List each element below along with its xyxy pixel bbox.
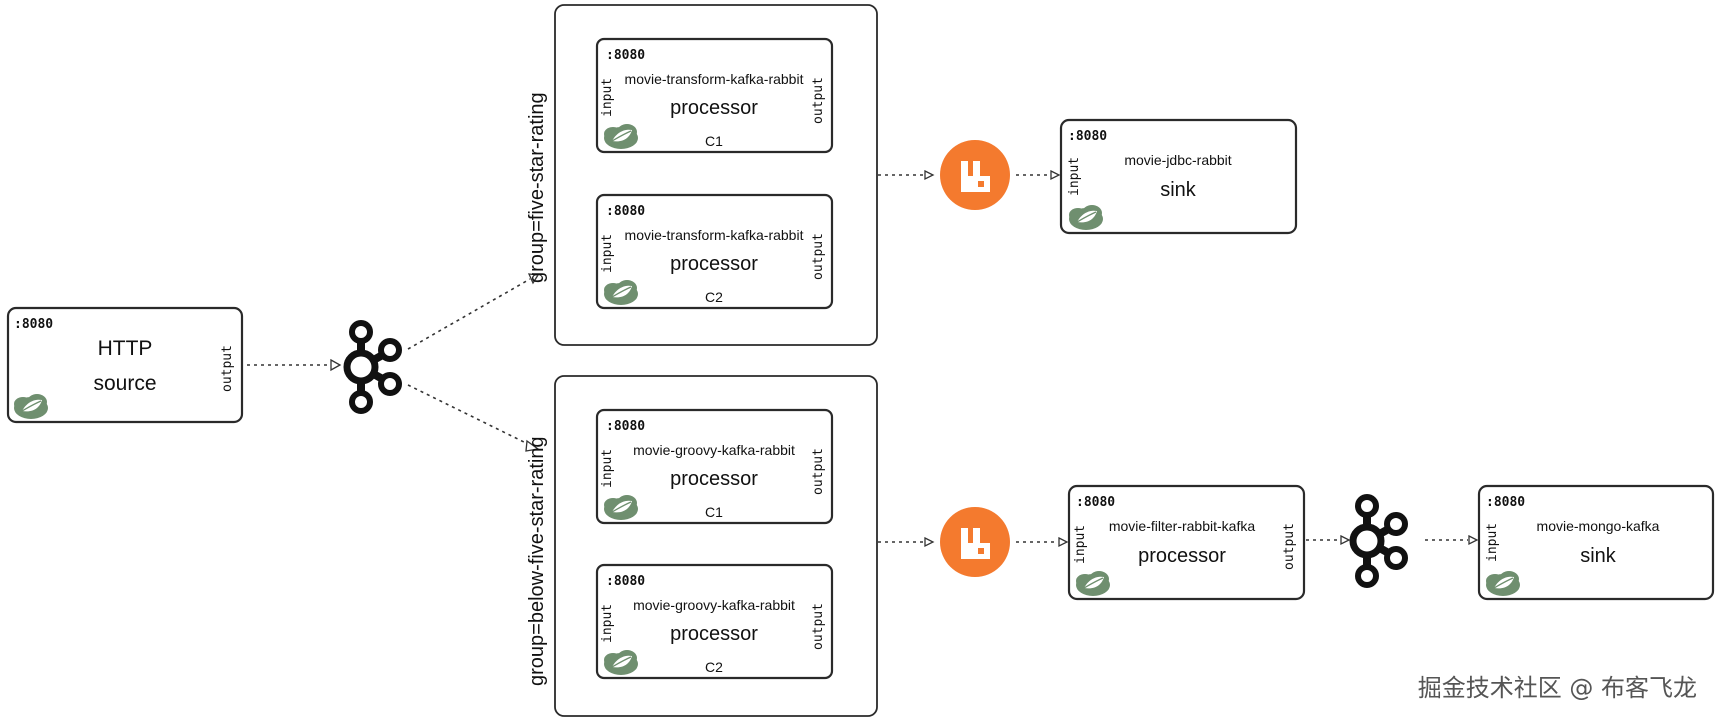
processor-name: movie-transform-kafka-rabbit — [625, 227, 804, 243]
edge-kafka-to-group1 — [407, 278, 531, 350]
input-port-label: input — [1067, 157, 1082, 196]
spring-cloud-icon — [603, 279, 639, 306]
processor-type: processor — [670, 97, 758, 119]
output-port-label: output — [811, 233, 826, 280]
output-port-label: output — [811, 77, 826, 124]
instance-label: C2 — [705, 659, 723, 675]
sink-type: sink — [1580, 545, 1617, 567]
sink-type: sink — [1160, 179, 1197, 201]
sink-name: movie-mongo-kafka — [1537, 518, 1660, 534]
arrow-head — [1058, 536, 1069, 548]
rabbitmq-icon — [940, 507, 1010, 577]
port-label: :8080 — [606, 204, 645, 219]
node-type: source — [93, 372, 156, 395]
mongo-sink-node[interactable]: :8080 movie-mongo-kafka sink input — [1477, 484, 1715, 601]
processor-name: movie-groovy-kafka-rabbit — [633, 597, 795, 613]
processor-node[interactable]: :8080 movie-transform-kafka-rabbit proce… — [595, 37, 834, 154]
filter-processor-node[interactable]: :8080 movie-filter-rabbit-kafka processo… — [1067, 484, 1306, 601]
sink-name: movie-jdbc-rabbit — [1124, 152, 1231, 168]
input-port-label: input — [600, 449, 615, 488]
edge-kafka-to-group2 — [407, 384, 531, 446]
port-label: :8080 — [1068, 129, 1107, 144]
port-label: :8080 — [606, 574, 645, 589]
http-source-node[interactable]: :8080 HTTP source output — [6, 306, 244, 424]
input-port-label: input — [1073, 525, 1088, 564]
processor-name: movie-filter-rabbit-kafka — [1109, 518, 1255, 534]
processor-node[interactable]: :8080 movie-groovy-kafka-rabbit processo… — [595, 408, 834, 525]
spring-cloud-icon — [603, 649, 639, 676]
spring-cloud-icon — [13, 393, 49, 420]
instance-label: C2 — [705, 289, 723, 305]
processor-type: processor — [1138, 545, 1226, 567]
processor-type: processor — [670, 253, 758, 275]
spring-cloud-icon — [603, 494, 639, 521]
connections — [226, 169, 1479, 548]
processor-node[interactable]: :8080 movie-transform-kafka-rabbit proce… — [595, 193, 834, 310]
output-port-label: output — [220, 345, 235, 392]
processor-name: movie-transform-kafka-rabbit — [625, 71, 804, 87]
processor-node[interactable]: :8080 movie-groovy-kafka-rabbit processo… — [595, 563, 834, 680]
spring-cloud-icon — [1068, 204, 1104, 231]
jdbc-sink-node[interactable]: :8080 movie-jdbc-rabbit sink input — [1059, 118, 1298, 235]
arrow-head — [527, 273, 540, 285]
spring-cloud-icon — [1075, 570, 1111, 597]
arrow-head — [1340, 534, 1351, 546]
input-port-label: input — [600, 604, 615, 643]
processor-type: processor — [670, 623, 758, 645]
instance-label: C1 — [705, 504, 723, 520]
arrow-head — [1468, 534, 1479, 546]
processor-name: movie-groovy-kafka-rabbit — [633, 442, 795, 458]
output-port-label: output — [811, 448, 826, 495]
arrow-head — [1050, 169, 1061, 181]
instance-label: C1 — [705, 133, 723, 149]
spring-cloud-icon — [1485, 570, 1521, 597]
group-label: group=below-five-star-rating — [526, 436, 548, 686]
arrow-head — [330, 358, 342, 372]
port-label: :8080 — [606, 48, 645, 63]
rabbitmq-icon — [940, 140, 1010, 210]
kafka-icon — [347, 323, 399, 411]
watermark: 掘金技术社区 @ 布客飞龙 — [1418, 674, 1697, 702]
arrow-head — [924, 169, 935, 181]
input-port-label: input — [1485, 523, 1500, 562]
arrow-head — [924, 536, 935, 548]
input-port-label: input — [600, 78, 615, 117]
input-port-label: input — [600, 234, 615, 273]
port-label: :8080 — [1486, 495, 1525, 510]
node-title: HTTP — [98, 337, 153, 360]
group-label: group=five-star-rating — [526, 92, 548, 283]
arrow-head — [525, 439, 540, 452]
port-label: :8080 — [14, 317, 53, 332]
output-port-label: output — [1282, 523, 1297, 570]
processor-type: processor — [670, 468, 758, 490]
output-port-label: output — [811, 603, 826, 650]
port-label: :8080 — [606, 419, 645, 434]
kafka-icon — [1353, 497, 1405, 585]
spring-cloud-icon — [603, 123, 639, 150]
port-label: :8080 — [1076, 495, 1115, 510]
